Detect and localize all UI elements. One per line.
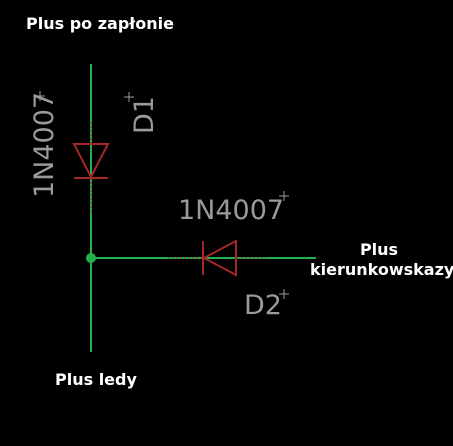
- label-turn-signal-line1: Plus: [359, 240, 399, 259]
- junction-dot: [86, 253, 96, 263]
- label-leds-plus: Plus ledy: [55, 370, 137, 389]
- label-ignition-plus: Plus po zapłonie: [26, 14, 174, 33]
- d1-value: 1N4007: [29, 92, 60, 198]
- diode-d1: 1N4007 D1: [29, 91, 160, 212]
- d2-ref: D2: [244, 290, 282, 321]
- d2-value: 1N4007: [178, 195, 284, 226]
- d2-triangle: [201, 239, 237, 277]
- label-turn-signal-line2: kierunkowskazy: [310, 260, 453, 279]
- d1-triangle: [72, 143, 110, 180]
- diode-d2: 1N4007 D2: [168, 191, 289, 321]
- d1-ref: D1: [129, 96, 160, 134]
- label-turn-signal-plus: Plus kierunkowskazy: [310, 240, 453, 280]
